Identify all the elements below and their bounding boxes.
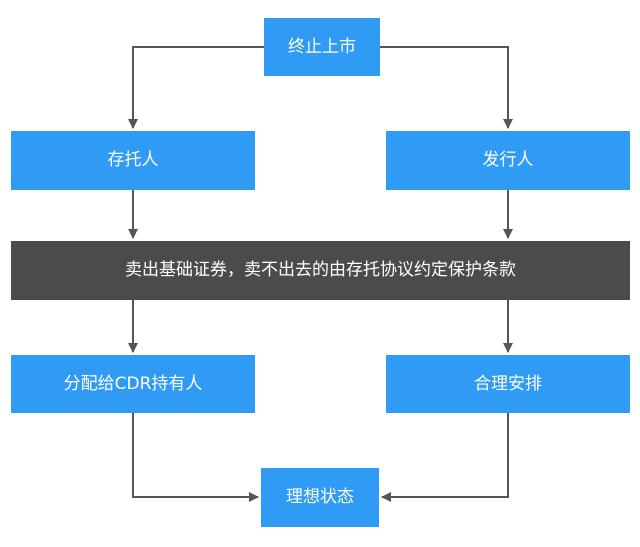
node-delisting: 终止上市: [264, 18, 380, 76]
node-reasonable-arrangement: 合理安排: [386, 355, 630, 413]
connector-delisting-to-depositary: [128, 46, 264, 129]
node-depositary: 存托人: [11, 131, 255, 190]
connector-distribute-to-ideal: [132, 413, 259, 502]
node-ideal-state: 理想状态: [261, 468, 379, 527]
connector-arrangement-to-ideal: [381, 413, 509, 502]
node-issuer: 发行人: [386, 131, 630, 190]
node-distribute-to-cdr-holders: 分配给CDR持有人: [11, 355, 255, 413]
connector-delisting-to-issuer: [380, 46, 513, 129]
node-sell-clause-banner: 卖出基础证券，卖不出去的由存托协议约定保护条款: [11, 241, 630, 300]
